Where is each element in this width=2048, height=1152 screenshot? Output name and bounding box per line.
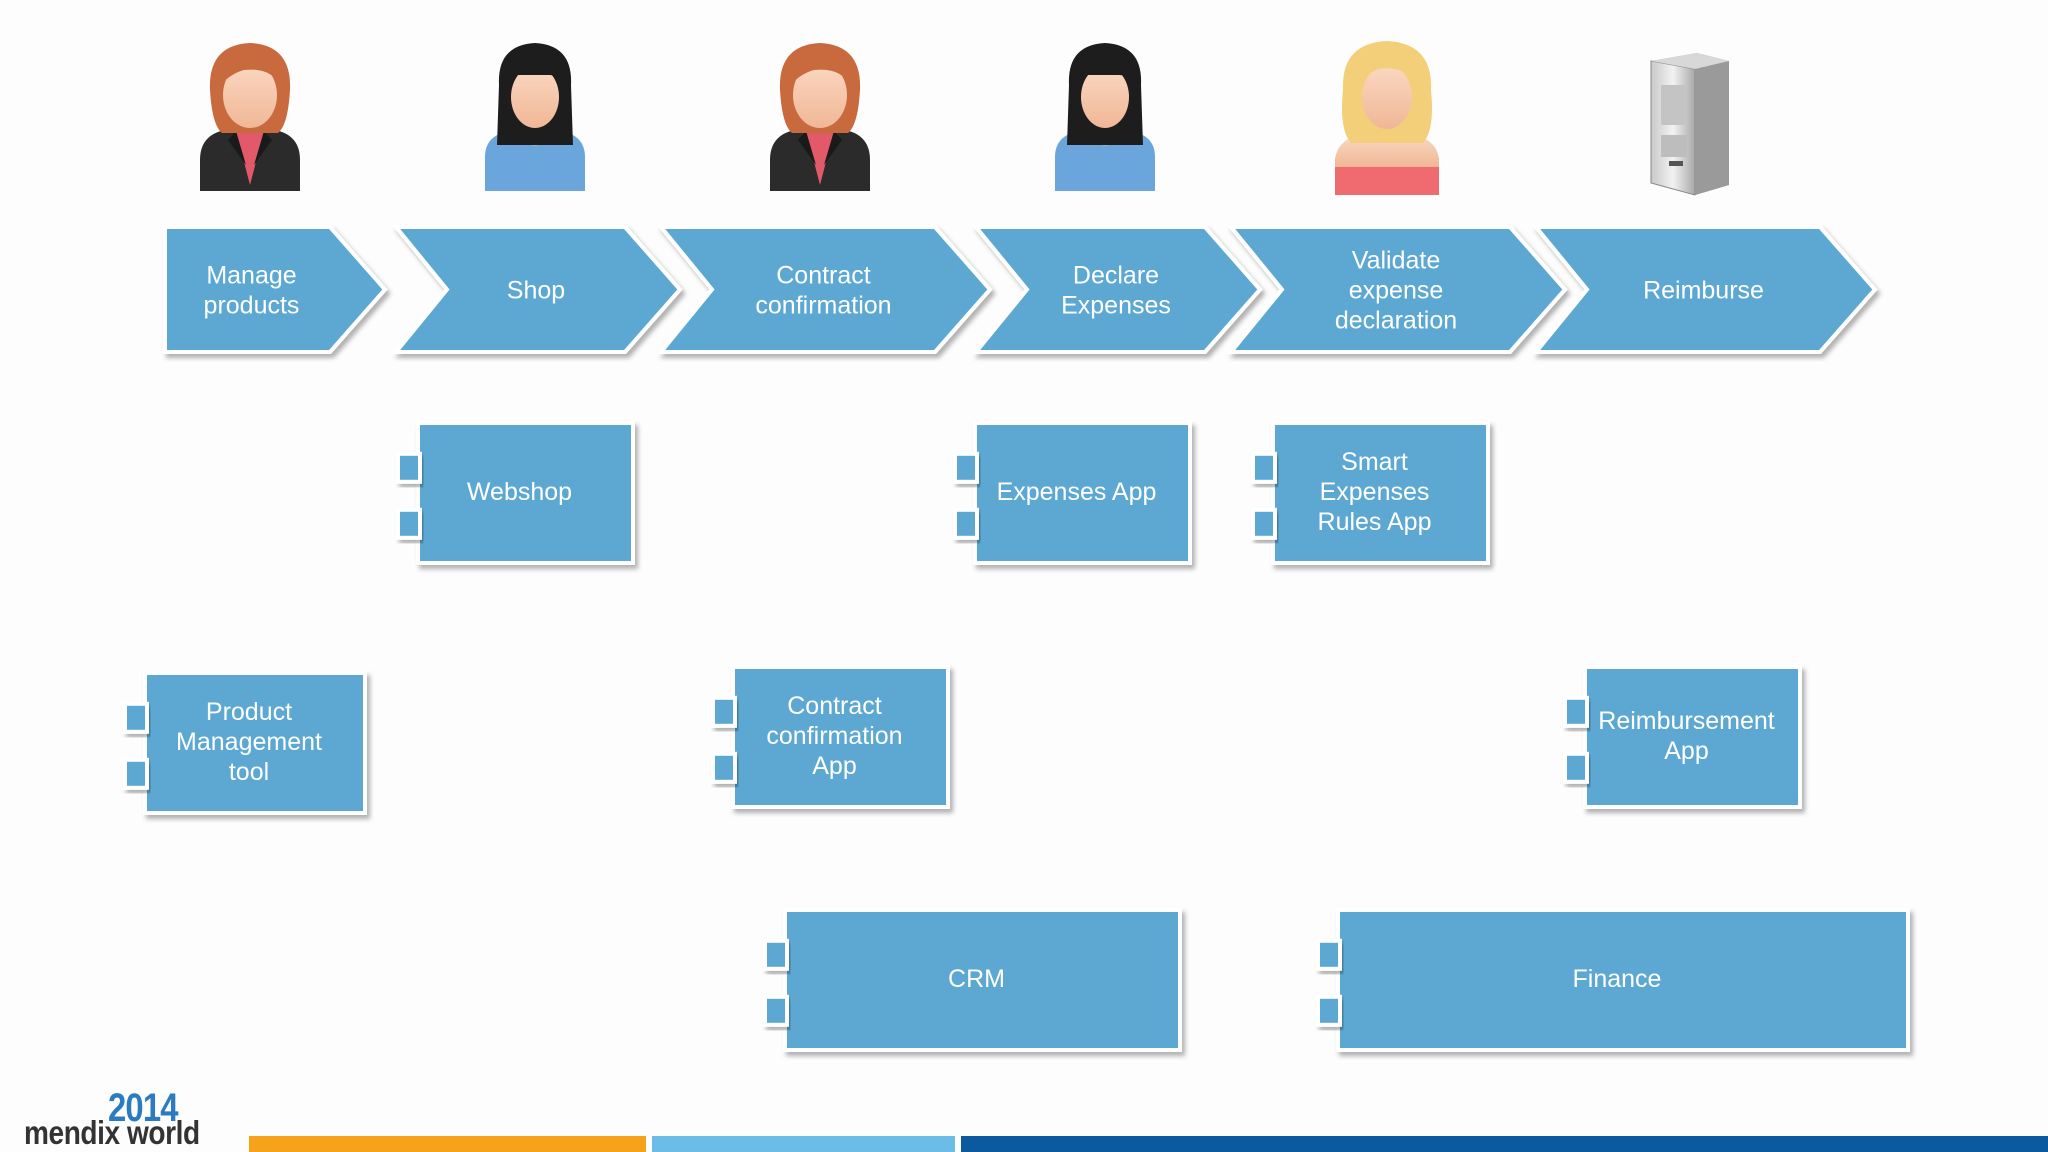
actor-5-woman-blonde-icon (1335, 41, 1439, 195)
app-component-1: Webshop (396, 421, 635, 565)
process-step-label-line: declaration (1335, 307, 1457, 335)
app-component-body (143, 671, 367, 815)
app-component-body (973, 421, 1192, 565)
actor-1-businesswoman-icon (200, 43, 300, 191)
process-step-label-line: Expenses (1061, 292, 1171, 320)
app-component-body (1336, 908, 1910, 1052)
app-component-port-1 (763, 938, 789, 971)
app-component-port-1 (953, 451, 979, 484)
app-component-body (1271, 421, 1490, 565)
process-step-label-line: Shop (507, 277, 565, 305)
app-component-port-2 (1251, 507, 1277, 540)
app-component-7: CRM (763, 908, 1182, 1052)
app-component-body (783, 908, 1182, 1052)
footer-bar-orange (249, 1136, 646, 1152)
app-component-port-1 (1251, 451, 1277, 484)
app-component-port-2 (763, 994, 789, 1027)
app-component-label-line: Expenses (1320, 478, 1430, 506)
app-component-port-1 (1316, 938, 1342, 971)
app-component-port-1 (123, 701, 149, 734)
process-step-label-line: confirmation (755, 292, 891, 320)
app-component-body (731, 665, 950, 809)
app-component-label-line: Rules App (1318, 508, 1432, 536)
process-step-label-line: products (204, 292, 300, 320)
app-component-label-line: App (1664, 737, 1708, 765)
process-step-label-line: Manage (206, 262, 296, 290)
app-component-label-line: CRM (948, 965, 1005, 993)
process-step-label-line: Validate (1352, 247, 1441, 275)
actor-4-woman-dark-hair-icon (1055, 43, 1155, 191)
logo-year: 2014 (108, 1086, 179, 1130)
app-component-2: Expenses App (953, 421, 1192, 565)
app-component-label-line: Smart (1341, 448, 1408, 476)
actor-2-woman-dark-hair-icon (485, 43, 585, 191)
footer-bar-light-blue (652, 1136, 955, 1152)
app-component-body (1583, 665, 1802, 809)
app-component-label-line: Contract (787, 692, 882, 720)
app-component-port-2 (1316, 994, 1342, 1027)
footer-bar-dark-blue (961, 1136, 2048, 1152)
process-step-2: Shop (391, 225, 683, 354)
process-step-chevron (1531, 225, 1878, 354)
process-step-chevron (391, 225, 683, 354)
process-step-label-line: Contract (776, 262, 871, 290)
process-step-label-line: Declare (1073, 262, 1159, 290)
process-step-6: Reimburse (1531, 225, 1878, 354)
app-component-label-line: Product (206, 698, 292, 726)
logo-name: mendix world (24, 1114, 200, 1151)
app-component-port-2 (123, 757, 149, 790)
app-component-port-1 (711, 695, 737, 728)
process-step-chevron (1226, 225, 1568, 354)
app-component-label-line: Finance (1573, 965, 1662, 993)
actor-6-server-icon (1650, 53, 1729, 196)
app-component-port-2 (953, 507, 979, 540)
app-component-label-line: tool (229, 758, 269, 786)
process-step-chevron (656, 225, 993, 354)
process-step-chevron (971, 225, 1263, 354)
app-component-label-line: Expenses App (997, 478, 1157, 506)
app-component-label-line: App (812, 752, 856, 780)
app-component-port-1 (396, 451, 422, 484)
app-component-body (416, 421, 635, 565)
process-step-label-line: expense (1349, 277, 1444, 305)
app-component-port-2 (1563, 751, 1589, 784)
process-step-chevron (163, 225, 388, 354)
app-component-port-2 (711, 751, 737, 784)
process-step-label-line: Reimburse (1643, 277, 1764, 305)
app-component-label-line: Management (176, 728, 322, 756)
actor-3-businesswoman-icon (770, 43, 870, 191)
app-component-port-2 (396, 507, 422, 540)
app-component-label-line: Webshop (467, 478, 572, 506)
app-component-label-line: confirmation (766, 722, 902, 750)
app-component-8: Finance (1316, 908, 1910, 1052)
app-component-label-line: Reimbursement (1598, 707, 1775, 735)
app-component-port-1 (1563, 695, 1589, 728)
